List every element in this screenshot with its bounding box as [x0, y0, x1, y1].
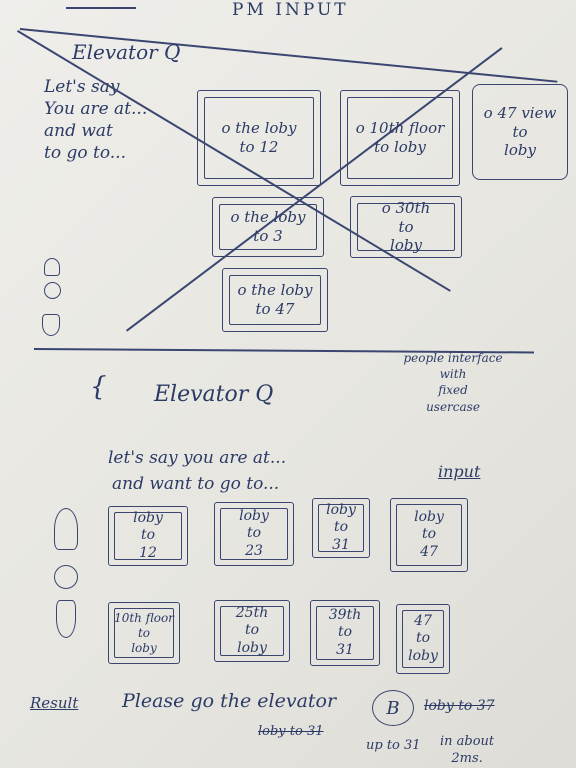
- button-loby-to-23[interactable]: loby to 23: [214, 502, 294, 566]
- new-intro-line1: let's say you are at...: [108, 448, 287, 468]
- button-25th-to-loby[interactable]: 25th to loby: [214, 600, 290, 662]
- result-label: Result: [30, 694, 79, 712]
- header-underline: [66, 7, 136, 9]
- old-circle-icon: [44, 282, 61, 299]
- up-arrow-icon[interactable]: [54, 508, 78, 550]
- old-button-loby-to-12[interactable]: o the loby to 12: [197, 90, 321, 186]
- struck-text-right: loby to 37: [424, 698, 495, 714]
- result-message: Please go the elevator: [122, 690, 337, 712]
- page-title: PM INPUT: [232, 0, 349, 20]
- button-39th-to-31[interactable]: 39th to 31: [310, 600, 380, 666]
- result-eta: in about 2ms.: [440, 734, 495, 766]
- result-sub-note: up to 31: [366, 738, 421, 753]
- button-loby-to-31[interactable]: loby to 31: [312, 498, 370, 558]
- old-intro-text: Let's say You are at... and wat to go to…: [44, 77, 148, 164]
- button-loby-to-12[interactable]: loby to 12: [108, 506, 188, 566]
- old-button-loby-to-47[interactable]: o the loby to 47: [222, 268, 328, 332]
- old-button-47-to-loby[interactable]: o 47 view to loby: [472, 84, 568, 180]
- old-button-10th-to-loby[interactable]: o 10th floor to loby: [340, 90, 460, 186]
- old-shield-icon: [42, 314, 60, 336]
- input-label: input: [438, 462, 481, 481]
- circle-icon[interactable]: [54, 565, 78, 589]
- new-side-mark: {: [90, 372, 107, 402]
- old-triangle-icon: [44, 258, 60, 276]
- old-heading: Elevator Q: [72, 40, 181, 64]
- button-47-to-loby[interactable]: 47 to loby: [396, 604, 450, 674]
- new-intro-line2: and want to go to...: [112, 474, 280, 494]
- down-arrow-icon[interactable]: [56, 600, 76, 638]
- old-button-30th-to-loby[interactable]: o 30th to loby: [350, 196, 462, 258]
- struck-text-under: loby to 31: [258, 724, 324, 739]
- elevator-b-badge: B: [372, 690, 414, 726]
- new-side-note: people interface with fixed usercase: [403, 351, 503, 414]
- new-heading: Elevator Q: [154, 382, 274, 407]
- old-button-loby-to-3[interactable]: o the loby to 3: [212, 197, 324, 257]
- button-loby-to-47[interactable]: loby to 47: [390, 498, 468, 572]
- button-10th-to-loby[interactable]: 10th floor to loby: [108, 602, 180, 664]
